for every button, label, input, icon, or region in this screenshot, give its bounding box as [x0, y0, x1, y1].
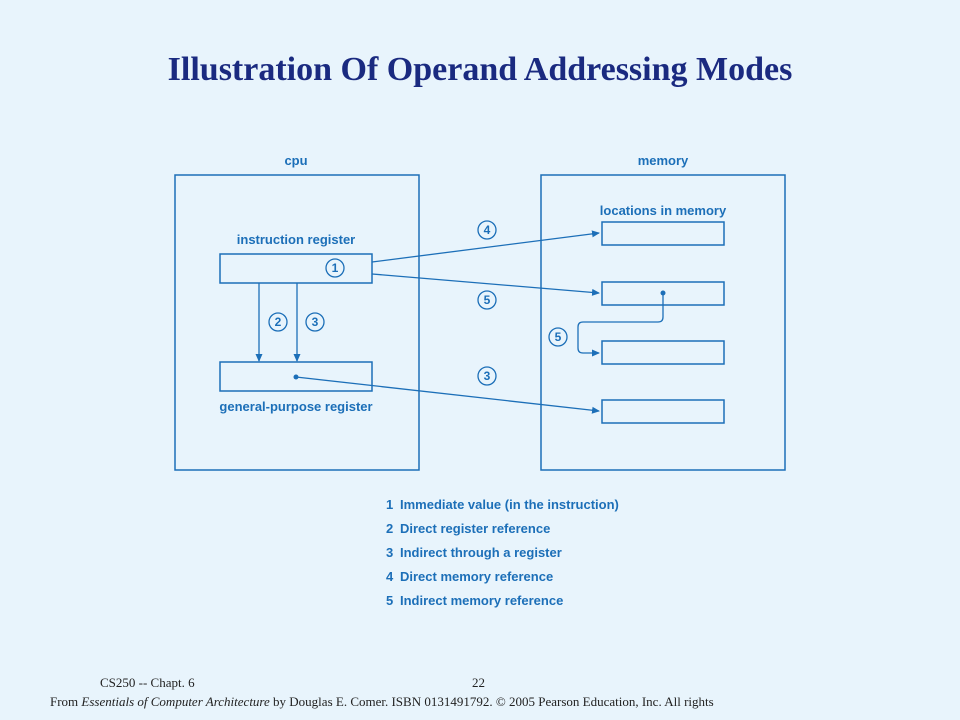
general-purpose-register-label: general-purpose register — [219, 399, 372, 414]
slide-title: Illustration Of Operand Addressing Modes — [167, 51, 793, 88]
memory-locations-label: locations in memory — [600, 203, 727, 218]
memory-label: memory — [638, 153, 689, 168]
marker-1-number: 1 — [332, 261, 339, 275]
arrow-indirect-memory — [371, 273, 600, 296]
cpu-label: cpu — [284, 153, 307, 168]
marker-1-circle — [325, 258, 345, 278]
footer-chapter: CS250 -- Chapt. 6 — [100, 675, 195, 690]
memory-location-4 — [601, 399, 725, 424]
marker-5b-number: 5 — [555, 330, 562, 344]
memory-box — [540, 174, 786, 471]
footer-credit: From Essentials of Computer Architecture… — [50, 694, 714, 709]
instruction-register-label: instruction register — [237, 232, 355, 247]
marker-3b-number: 3 — [484, 369, 491, 383]
marker-3a-number: 3 — [312, 315, 319, 329]
arrow-register-to-memory — [295, 376, 600, 414]
arrow-direct-memory — [371, 230, 600, 263]
marker-3b-circle — [477, 366, 497, 386]
instruction-register-box — [219, 253, 373, 284]
marker-4-number: 4 — [484, 223, 491, 237]
marker-2-number: 2 — [275, 315, 282, 329]
footer-page-number: 22 — [472, 675, 485, 690]
marker-5b-circle — [548, 327, 568, 347]
marker-4-circle — [477, 220, 497, 240]
general-purpose-register-box — [219, 361, 373, 392]
marker-3a-circle — [305, 312, 325, 332]
memory-location-3 — [601, 340, 725, 365]
arrow-memory-chain — [577, 293, 664, 357]
marker-2-circle — [268, 312, 288, 332]
memory-location-1 — [601, 221, 725, 246]
marker-5a-number: 5 — [484, 293, 491, 307]
cpu-box — [174, 174, 420, 471]
marker-5a-circle — [477, 290, 497, 310]
